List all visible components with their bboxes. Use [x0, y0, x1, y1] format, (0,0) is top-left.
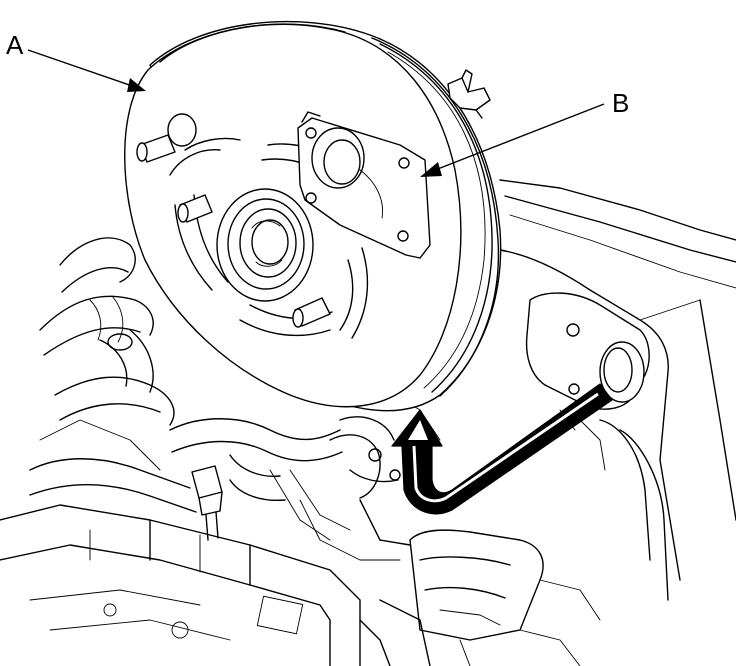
- booster-vacuum-clip: [447, 77, 491, 111]
- brake-booster: [124, 20, 502, 412]
- callout-label-a: A: [6, 30, 24, 60]
- firewall-panel: [499, 179, 736, 601]
- callout-a: A: [6, 30, 146, 92]
- installation-direction-arrow: [391, 383, 613, 515]
- callout-arrowhead-b: [420, 162, 442, 177]
- callout-leader-a: [27, 49, 139, 89]
- engine-bay-background: [0, 237, 601, 666]
- booster-center-hub: [216, 188, 314, 302]
- callout-b: B: [420, 88, 629, 177]
- callout-label-b: B: [612, 88, 629, 118]
- callout-leader-b: [429, 103, 605, 173]
- callout-arrowhead-a: [127, 78, 146, 92]
